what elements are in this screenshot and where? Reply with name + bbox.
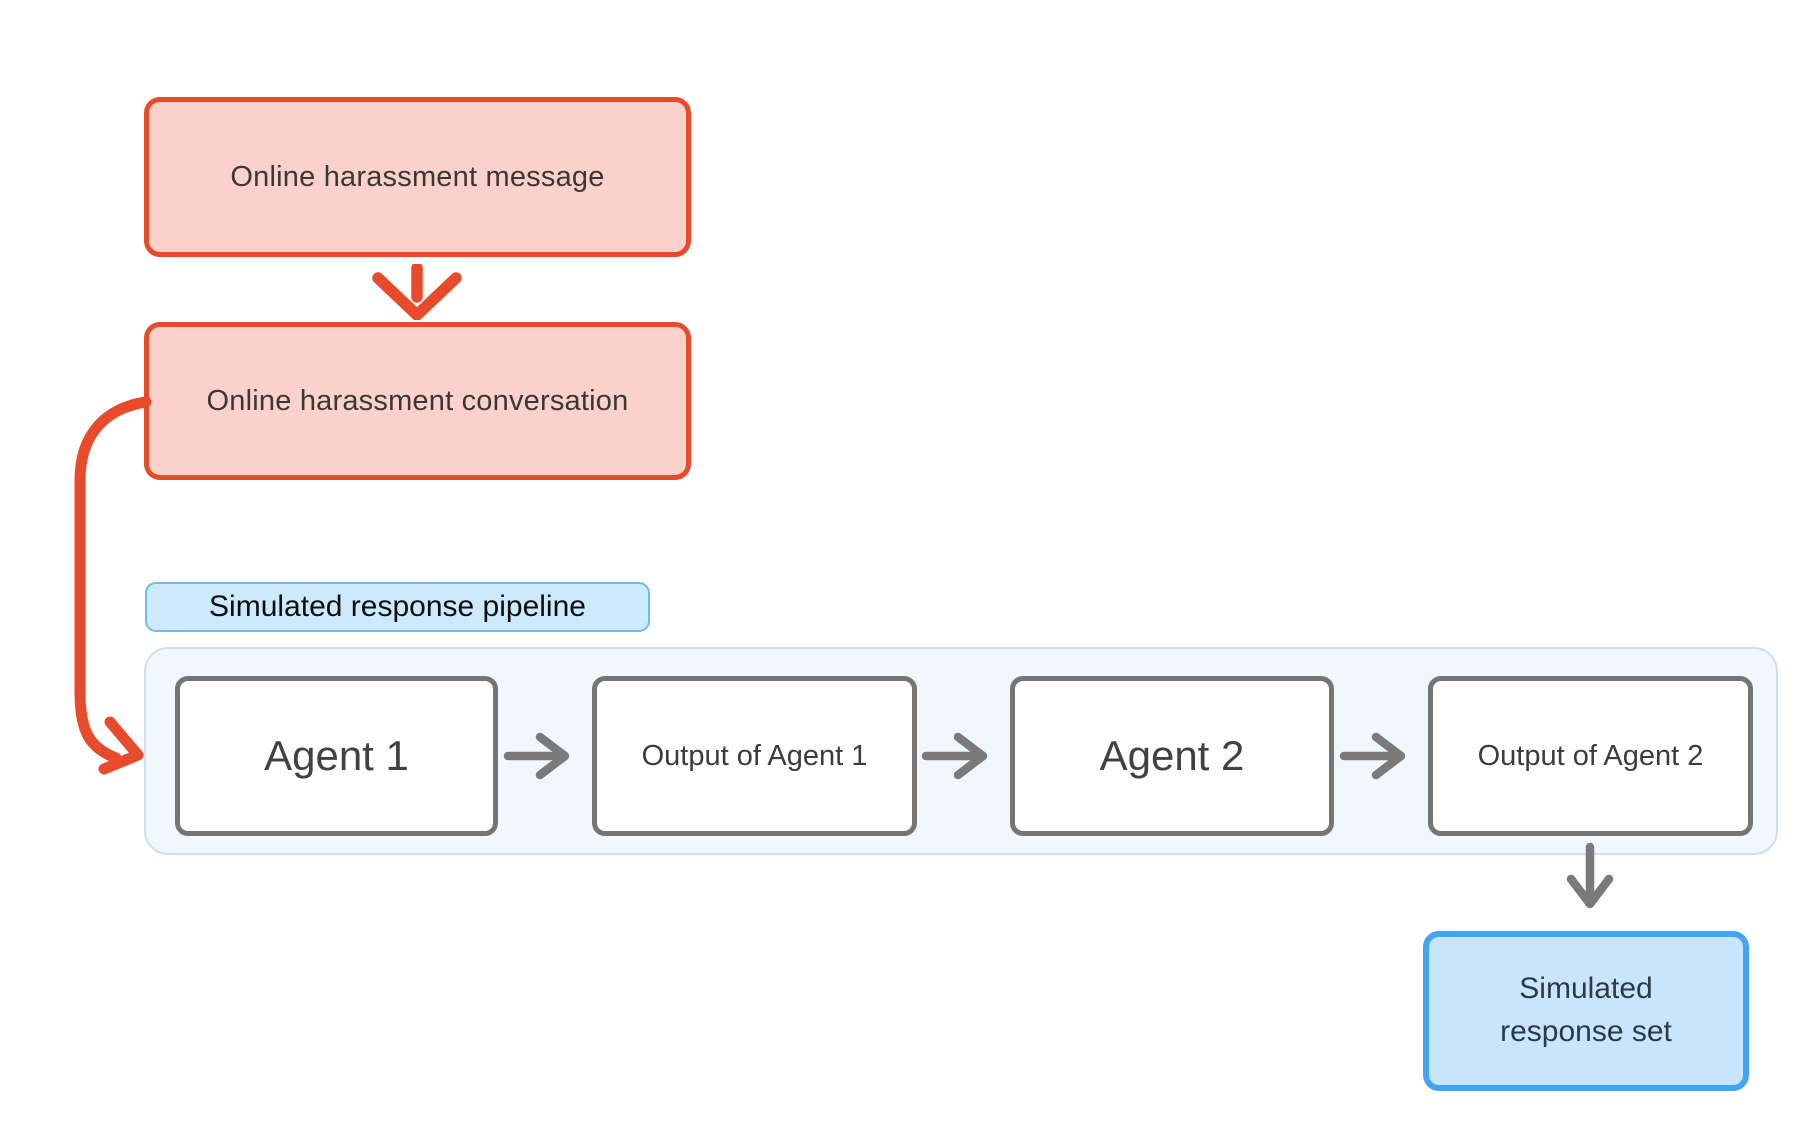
gray-right-arrow-icon bbox=[503, 732, 570, 780]
node-response-set-label-line2: response set bbox=[1500, 1015, 1672, 1048]
red-curved-arrow-icon bbox=[74, 396, 152, 775]
node-harassment-conversation: Online harassment conversation bbox=[144, 322, 691, 480]
node-agent-1: Agent 1 bbox=[175, 676, 498, 836]
node-agent-2-label: Agent 2 bbox=[1099, 732, 1245, 779]
node-response-set-label-line1: Simulated bbox=[1519, 972, 1653, 1006]
node-harassment-conversation-label: Online harassment conversation bbox=[206, 384, 629, 417]
node-harassment-message-label: Online harassment message bbox=[230, 160, 605, 193]
gray-down-arrow-icon bbox=[1566, 842, 1614, 909]
node-agent-2: Agent 2 bbox=[1010, 676, 1334, 836]
node-agent-1-output-label: Output of Agent 1 bbox=[641, 739, 868, 772]
red-down-arrow-icon bbox=[372, 264, 462, 320]
node-agent-1-label: Agent 1 bbox=[264, 732, 409, 779]
node-agent-2-output: Output of Agent 2 bbox=[1428, 676, 1753, 836]
node-harassment-message: Online harassment message bbox=[144, 97, 691, 257]
pipeline-badge-label: Simulated response pipeline bbox=[209, 590, 586, 623]
gray-right-arrow-icon bbox=[921, 732, 988, 780]
node-response-set: Simulated response set bbox=[1423, 931, 1749, 1091]
node-agent-2-output-label: Output of Agent 2 bbox=[1477, 739, 1704, 772]
node-agent-1-output: Output of Agent 1 bbox=[592, 676, 917, 836]
gray-right-arrow-icon bbox=[1339, 732, 1406, 780]
pipeline-badge: Simulated response pipeline bbox=[145, 582, 650, 632]
